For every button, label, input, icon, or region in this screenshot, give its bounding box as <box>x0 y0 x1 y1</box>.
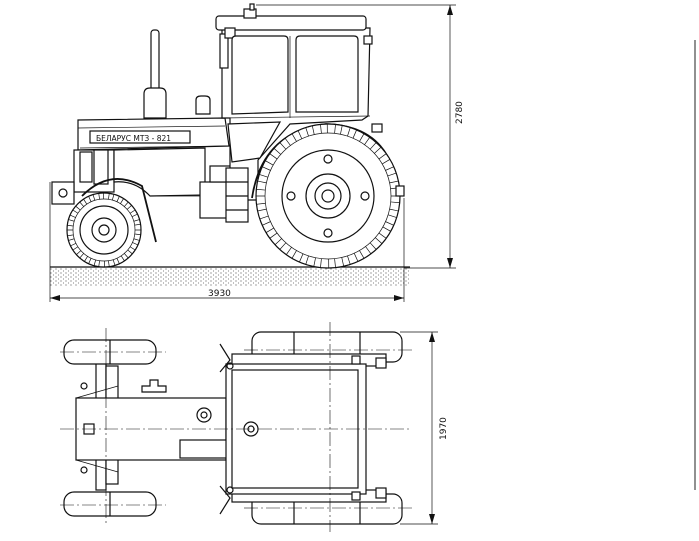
exhaust-pipe <box>143 29 167 119</box>
front-fender <box>81 178 157 243</box>
ground-hatch <box>50 266 410 286</box>
rear-wheel-treads <box>255 123 401 269</box>
beacon-light <box>195 95 211 115</box>
length-dimension-label: 3930 <box>208 289 231 299</box>
width-dimension: 1970 <box>400 331 449 525</box>
brand-plate-text: БЕЛАРУС МТЗ - 821 <box>96 134 171 143</box>
cab <box>215 3 383 201</box>
height-dimension-label: 2780 <box>455 101 465 124</box>
front-body <box>51 147 206 205</box>
front-wheel-top-right <box>63 491 157 517</box>
length-dimension: 3930 <box>49 182 405 302</box>
width-dimension-label: 1970 <box>439 417 449 440</box>
front-wheel <box>66 192 142 268</box>
cab-steps <box>225 167 249 223</box>
side-view: БЕЛАРУС МТЗ - 821 <box>49 3 465 302</box>
top-view: 1970 <box>60 322 449 532</box>
rear-wheel <box>255 123 401 269</box>
engine-hood: БЕЛАРУС МТЗ - 821 <box>77 117 230 151</box>
front-wheel-treads <box>66 192 142 268</box>
rear-hitch <box>395 185 405 197</box>
height-dimension: 2780 <box>256 4 465 269</box>
